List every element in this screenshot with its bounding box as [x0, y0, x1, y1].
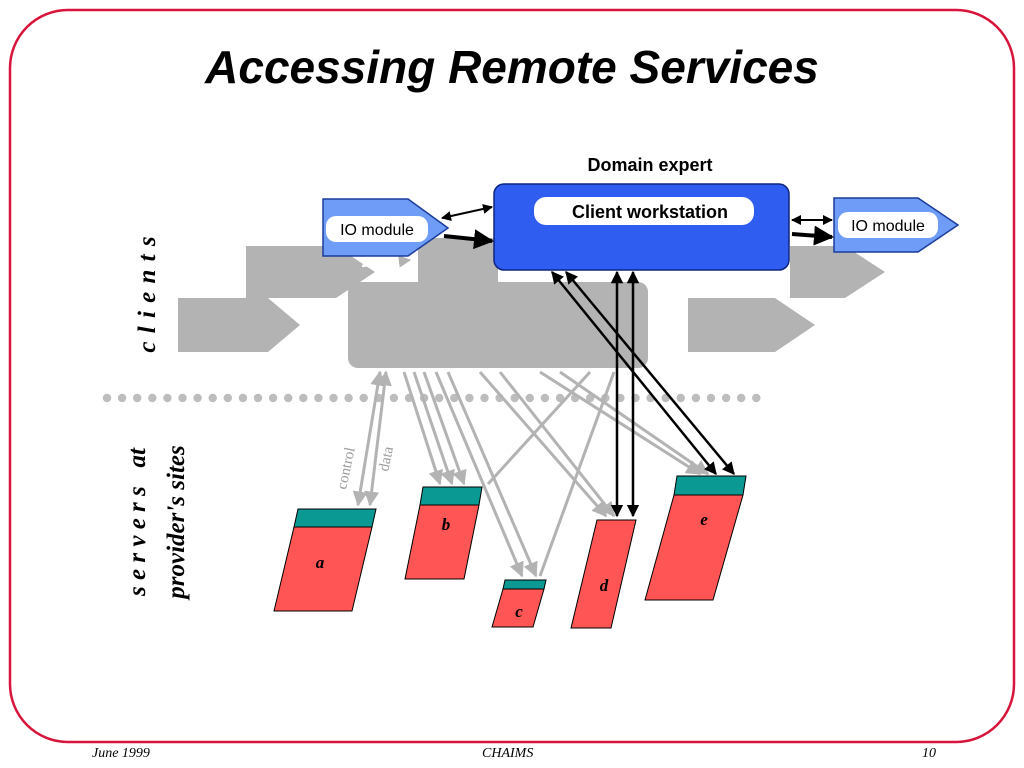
- divider-dot: [510, 393, 519, 403]
- divider-dot: [238, 393, 248, 403]
- servers-label: s e r v e r s at: [124, 448, 151, 596]
- data-label: data: [376, 445, 397, 473]
- footer-page-number: 10: [922, 746, 936, 761]
- server-d[interactable]: d: [570, 519, 637, 629]
- divider-dot: [721, 393, 731, 403]
- workstation-server-connections: [551, 270, 735, 518]
- divider-dot: [299, 393, 308, 403]
- ghost-io-shape-top: [246, 246, 375, 298]
- control-label: control: [334, 446, 358, 491]
- divider-dot: [253, 393, 263, 403]
- divider-dot: [359, 393, 368, 403]
- server-e-label: e: [700, 510, 708, 529]
- ghost-workstation: [348, 282, 648, 368]
- ghost-io-shape-right-top: [790, 246, 885, 298]
- divider-dot: [480, 393, 489, 403]
- divider-dot: [102, 393, 112, 403]
- divider-dot: [133, 393, 142, 403]
- client-workstation-label: Client workstation: [572, 202, 728, 222]
- server-e[interactable]: e: [644, 475, 747, 601]
- slide-frame: [8, 8, 1016, 744]
- io-module-right-label-box: [838, 212, 938, 238]
- server-d-label: d: [600, 576, 609, 595]
- domain-expert-label: Domain expert: [587, 155, 712, 175]
- divider-dot: [284, 393, 293, 403]
- server-b-label: b: [442, 515, 451, 534]
- divider-dot: [389, 393, 399, 403]
- client-workstation-label-box: [534, 197, 754, 225]
- io-module-left-label: IO module: [340, 222, 414, 239]
- server-a[interactable]: a: [273, 508, 377, 612]
- divider-dot: [737, 393, 746, 403]
- footer-center: CHAIMS: [482, 746, 534, 761]
- ghost-workstation-top: [418, 238, 498, 288]
- divider-dot: [706, 393, 716, 403]
- divider-dot: [752, 393, 761, 403]
- divider-dot: [329, 393, 338, 403]
- server-b[interactable]: b: [404, 486, 483, 580]
- divider-dot: [314, 393, 323, 403]
- divider-dot: [525, 393, 534, 403]
- divider-dot: [344, 393, 353, 403]
- divider-dot: [450, 393, 459, 403]
- io-module-right-label: IO module: [851, 218, 925, 235]
- io-module-left-label-box: [326, 216, 428, 242]
- divider-dot: [223, 393, 232, 403]
- clients-label: c l i e n t s: [134, 235, 161, 353]
- divider-dot: [540, 393, 550, 403]
- divider-dot: [193, 393, 202, 403]
- providers-sites-label: provider's sites: [163, 445, 190, 599]
- server-a-label: a: [316, 553, 325, 572]
- client-workstation[interactable]: [493, 183, 790, 271]
- divider-dot: [268, 393, 278, 403]
- divider-dot: [435, 393, 444, 403]
- divider-dot: [208, 393, 217, 403]
- server-c-label: c: [515, 602, 523, 621]
- ghost-io-shape-right: [688, 298, 815, 352]
- ghost-io-shape-left: [178, 298, 300, 352]
- footer-date: June 1999: [92, 746, 150, 761]
- ghost-server-connections: [352, 370, 710, 578]
- io-connections: [441, 204, 834, 250]
- divider-dot: [691, 393, 701, 403]
- divider-dot: [148, 393, 157, 403]
- slide-title: Accessing Remote Services: [205, 41, 819, 93]
- divider-dot: [465, 393, 474, 403]
- divider-dot: [163, 393, 172, 403]
- divider-dot: [178, 393, 187, 403]
- divider-dot: [676, 393, 685, 403]
- divider-dot: [117, 393, 127, 403]
- server-c[interactable]: c: [491, 579, 547, 628]
